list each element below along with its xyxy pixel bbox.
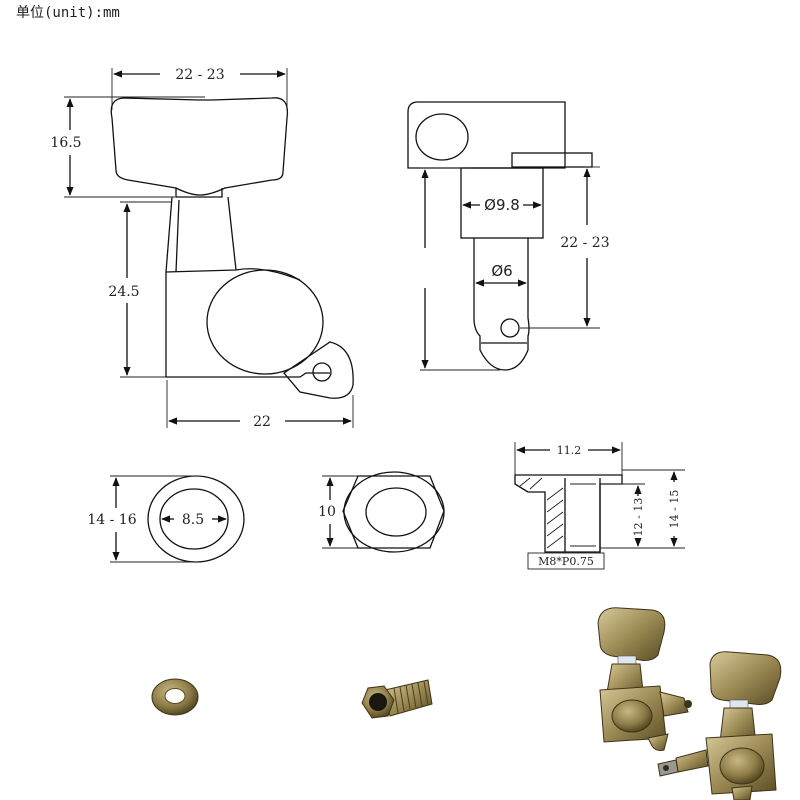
dim-side-height: 22 - 23	[560, 235, 609, 251]
dim-washer-inner: 8.5	[182, 512, 204, 528]
dim-front-height-button: 16.5	[50, 135, 81, 151]
dim-hex-nut-height: 10	[318, 504, 336, 520]
dim-side-shaft-diameter: Ø9.8	[484, 196, 520, 214]
dim-washer-outer: 14 - 16	[87, 512, 136, 528]
washer-drawing: 14 - 16 8.5	[87, 475, 245, 563]
dim-bushing-top-width: 11.2	[557, 444, 582, 457]
dim-front-width-top: 22 - 23	[175, 67, 224, 83]
dim-front-width-base: 22	[253, 414, 271, 430]
bushing-drawing: 11.2 12 - 13 14 - 15 M8*P0.75	[514, 442, 685, 570]
bushing-thread-label: M8*P0.75	[538, 555, 594, 568]
bushing-photo	[361, 679, 433, 719]
dim-front-height-body: 24.5	[108, 284, 139, 300]
unit-label: 单位(unit):mm	[16, 5, 120, 21]
washer-photo	[151, 678, 199, 716]
dim-bushing-inner-height: 12 - 13	[632, 498, 645, 537]
front-view: 22 - 23 16.5 24.5 22	[50, 67, 354, 430]
hex-nut-drawing: 10	[318, 471, 445, 553]
dim-side-post-diameter: Ø6	[491, 262, 512, 280]
side-view: Ø9.8 Ø6 22 - 23	[407, 101, 610, 371]
dim-bushing-outer-height: 14 - 15	[668, 490, 681, 529]
tuner-photo	[597, 607, 782, 800]
